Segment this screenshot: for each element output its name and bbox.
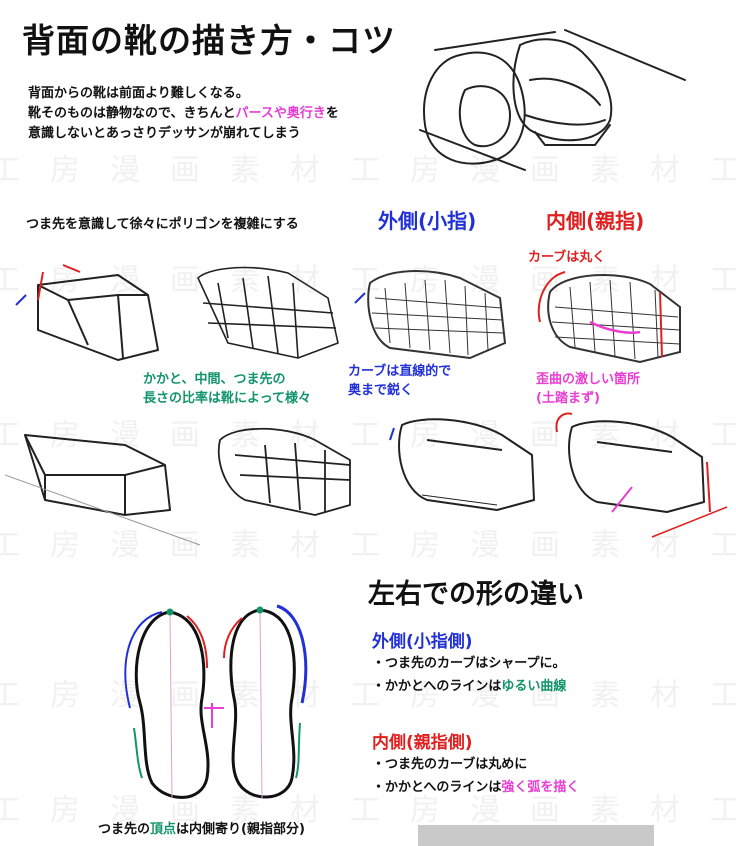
- inner-list: ・つま先のカーブは丸めに ・かかとへのラインは強く弧を描く: [372, 753, 579, 799]
- loafer-polygon-sketch: [217, 427, 351, 516]
- outer-item-1: ・つま先のカーブはシャープに。: [372, 656, 566, 671]
- outer-heading: 外側(小指側): [372, 632, 473, 652]
- inner-heading-top: 内側(親指): [546, 209, 645, 233]
- intro-line-2: 靴そのものは静物なので、きちんとパースや奥行きを: [28, 106, 339, 121]
- loafer-box-sketch: [5, 434, 201, 546]
- inner-item-1: ・つま先のカーブは丸めに: [372, 757, 528, 772]
- curve-round-note: カーブは丸く: [528, 250, 606, 265]
- shoe-pair-sketch: [419, 29, 686, 171]
- inner-item-2: ・かかとへのラインは強く弧を描く: [372, 780, 580, 795]
- polygon-shoe-simple: [15, 264, 159, 361]
- intro-highlight: パースや奥行き: [235, 106, 326, 121]
- inner-shoe-grid: [537, 271, 681, 364]
- outer-shoe-grid: [354, 270, 507, 360]
- outer-heading-top: 外側(小指): [378, 209, 477, 233]
- grey-panel: [418, 825, 654, 846]
- outer-loafer-sketch: [389, 418, 535, 511]
- intro-text: 背面からの靴は前面より難しくなる。 靴そのものは静物なので、きちんとパースや奥行…: [28, 84, 339, 144]
- inner-loafer-sketch: [555, 412, 728, 538]
- polygon-note: つま先を意識して徐々にポリゴンを複雑にする: [26, 217, 299, 232]
- distort-note: 歪曲の激しい箇所 (土踏まず): [536, 372, 641, 406]
- page-title: 背面の靴の描き方・コツ: [22, 21, 396, 60]
- polygon-shoe-complex: [197, 266, 339, 359]
- intro-line-3: 意識しないとあっさりデッサンが崩れてしまう: [28, 126, 301, 141]
- outer-list: ・つま先のカーブはシャープに。 ・かかとへのラインはゆるい曲線: [372, 652, 566, 698]
- inner-heading: 内側(親指側): [372, 733, 473, 753]
- apex-caption: つま先の頂点は内側寄り(親指部分): [98, 822, 305, 837]
- outer-item-2: ・かかとへのラインはゆるい曲線: [372, 679, 567, 694]
- intro-line-1: 背面からの靴は前面より難しくなる。: [28, 86, 249, 101]
- shape-diff-title: 左右での形の違い: [368, 579, 584, 610]
- sole-outlines: [124, 604, 308, 799]
- straight-curve-note: カーブは直線的で 奥まで鋭く: [348, 364, 452, 398]
- ratio-note: かかと、中間、つま先の 長さの比率は靴によって様々: [143, 372, 311, 406]
